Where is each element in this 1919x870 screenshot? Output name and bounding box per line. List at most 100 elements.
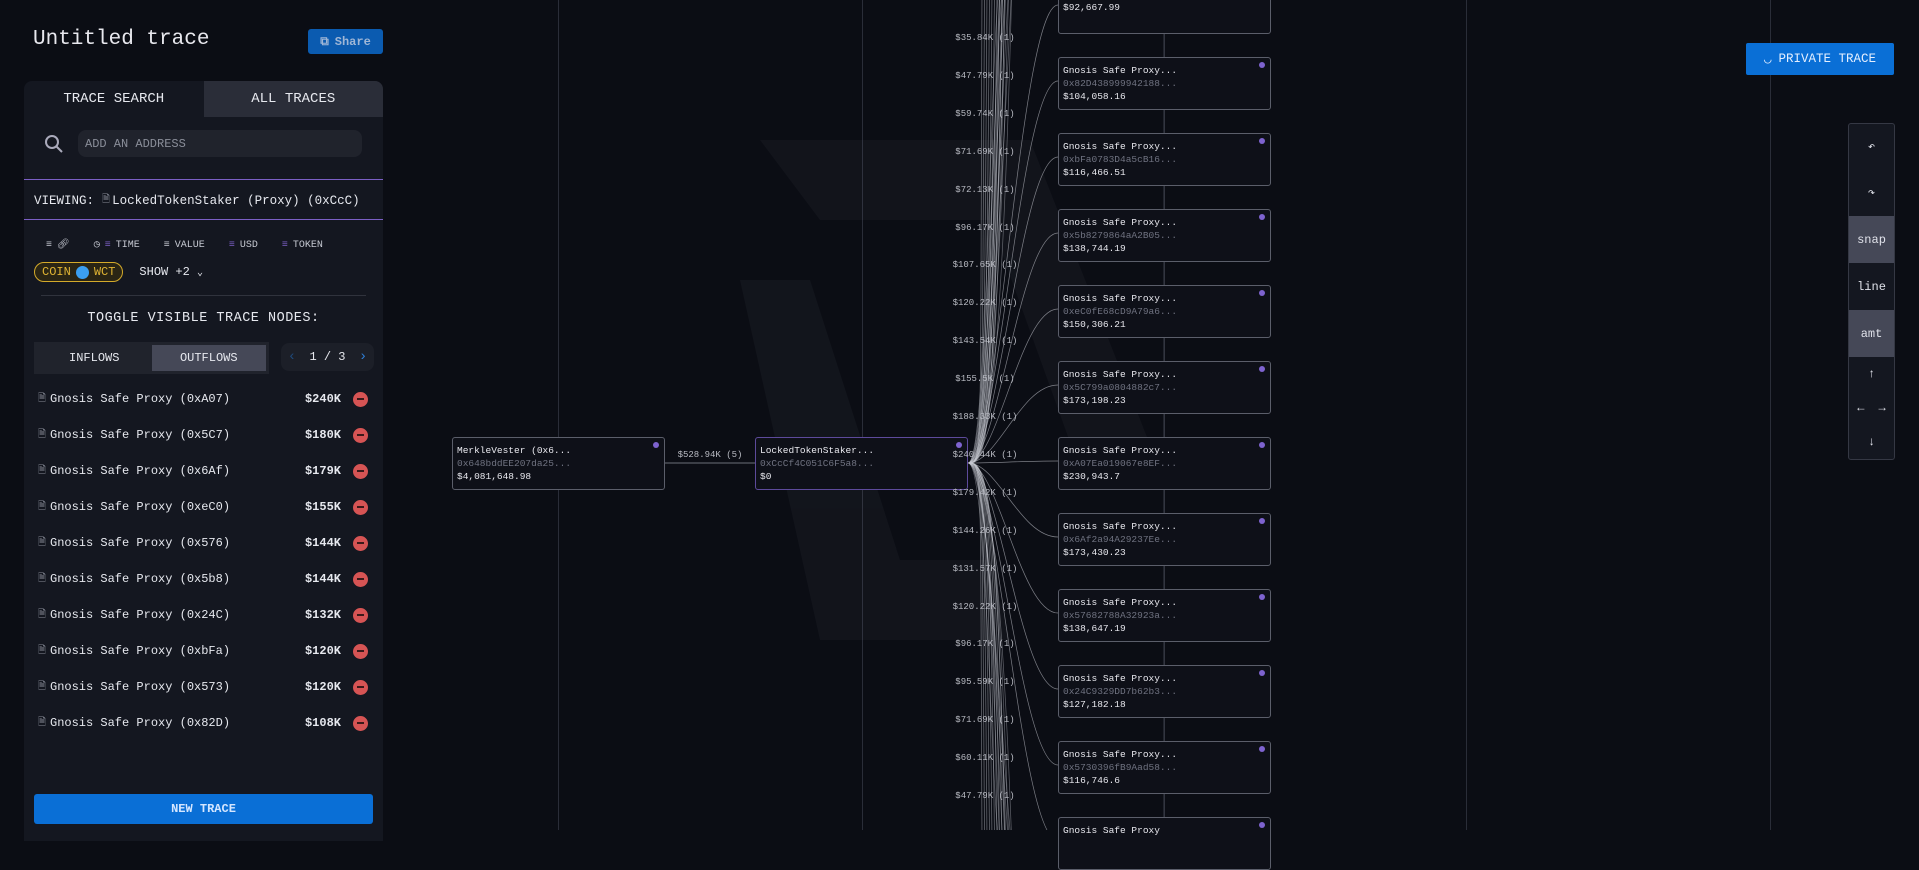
document-icon: 🗎 bbox=[38, 681, 47, 693]
outflow-name: Gnosis Safe Proxy (0x24C) bbox=[50, 608, 231, 622]
remove-icon[interactable] bbox=[353, 391, 368, 407]
tab-trace-search[interactable]: TRACE SEARCH bbox=[63, 91, 165, 107]
share-icon: ⧉ bbox=[320, 34, 329, 49]
edge-line bbox=[967, 232, 1059, 464]
outflow-row[interactable]: 🗎Gnosis Safe Proxy (0xeC0)$155K bbox=[38, 489, 368, 525]
node-target[interactable]: Gnosis Safe Proxy...0x24C9329DD7b62b3...… bbox=[1058, 665, 1271, 718]
edge-line bbox=[967, 0, 1009, 464]
document-icon: 🗎 bbox=[102, 195, 111, 206]
node-target[interactable]: Gnosis Safe Proxy...0x5C799a0804882c7...… bbox=[1058, 361, 1271, 414]
edge-label: $120.22K (1) bbox=[952, 601, 1018, 612]
outflow-row[interactable]: 🗎Gnosis Safe Proxy (0x24C) $132K bbox=[38, 597, 368, 633]
edge-line bbox=[967, 0, 1000, 464]
node-target[interactable]: Gnosis Safe Proxy...0x5730396fB9Aad58...… bbox=[1058, 741, 1271, 794]
remove-icon[interactable] bbox=[353, 463, 368, 479]
edge-line bbox=[967, 462, 1048, 830]
pan-left-button[interactable]: ← bbox=[1857, 401, 1865, 416]
filter-link[interactable]: ≡🔗︎ bbox=[46, 239, 70, 252]
node-target[interactable]: Gnosis Safe Proxy...0xbFa0783D4a5cB16...… bbox=[1058, 133, 1271, 186]
filter-token[interactable]: ≡TOKEN bbox=[281, 239, 323, 251]
viewing-row: VIEWING: 🗎 LockedTokenStaker (Proxy) (0x… bbox=[34, 192, 360, 209]
outflow-name: Gnosis Safe Proxy (0x573) bbox=[50, 680, 231, 694]
remove-icon[interactable] bbox=[353, 715, 368, 731]
search-icon bbox=[45, 134, 63, 153]
node-target[interactable]: Gnosis Safe Proxy...0x6Af2a94A29237Ee...… bbox=[1058, 513, 1271, 566]
line-toggle[interactable]: line bbox=[1857, 279, 1886, 294]
outflow-amount: $132K bbox=[304, 608, 341, 622]
filter-value[interactable]: ≡VALUE bbox=[163, 239, 205, 251]
node-target[interactable]: Gnosis Safe Proxy bbox=[1058, 817, 1271, 870]
edge-label: $155.5K (1) bbox=[955, 374, 1015, 385]
grid-line bbox=[1466, 0, 1467, 830]
node-target[interactable]: 0xf60DD876E949314...$92,667.99 bbox=[1058, 0, 1271, 34]
edge-line bbox=[967, 0, 999, 464]
node-target[interactable]: Gnosis Safe Proxy...0x5b8279864aA2B05...… bbox=[1058, 209, 1271, 262]
node-target[interactable]: Gnosis Safe Proxy...0xA07Ea019067e8EF...… bbox=[1058, 437, 1271, 490]
node-target[interactable]: Gnosis Safe Proxy...0xeC0fE68cD9A79a6...… bbox=[1058, 285, 1271, 338]
edge-label: $71.69K (1) bbox=[955, 146, 1015, 157]
node-lockedtokenstaker[interactable]: LockedTokenStaker... 0xCcCf4C051C6F5a8..… bbox=[755, 437, 968, 490]
filter-icon: ≡ bbox=[281, 239, 288, 251]
document-icon: 🗎 bbox=[38, 393, 47, 405]
outflow-amount: $144K bbox=[304, 536, 341, 550]
tab-outflows[interactable]: OUTFLOWS bbox=[151, 345, 266, 371]
chevron-left-icon[interactable]: ‹ bbox=[287, 349, 297, 365]
new-trace-button[interactable]: NEW TRACE bbox=[34, 794, 373, 824]
remove-icon[interactable] bbox=[353, 499, 368, 515]
remove-icon[interactable] bbox=[353, 643, 368, 659]
node-status-dot bbox=[1259, 442, 1265, 448]
node-target[interactable]: Gnosis Safe Proxy...0x57682788A32923a...… bbox=[1058, 589, 1271, 642]
edge-label: $47.79K (1) bbox=[955, 791, 1015, 801]
share-button[interactable]: ⧉Share bbox=[308, 29, 383, 54]
outflow-row[interactable]: 🗎Gnosis Safe Proxy (0x5C7)$180K bbox=[38, 417, 368, 453]
outflow-name: Gnosis Safe Proxy (0xA07) bbox=[50, 392, 231, 406]
outflow-row[interactable]: 🗎Gnosis Safe Proxy (0xA07)$240K bbox=[38, 381, 368, 417]
remove-icon[interactable] bbox=[353, 427, 368, 443]
sidebar-panel: TRACE SEARCH ALL TRACES VIEWING: 🗎 Locke… bbox=[24, 81, 383, 841]
pan-right-button[interactable]: → bbox=[1878, 401, 1886, 416]
private-trace-button[interactable]: ◡PRIVATE TRACE bbox=[1746, 43, 1894, 75]
edge-line bbox=[967, 0, 988, 464]
edge-line bbox=[967, 0, 1012, 464]
outflow-row[interactable]: 🗎Gnosis Safe Proxy (0x6Af)$179K bbox=[38, 453, 368, 489]
chevron-right-icon[interactable]: › bbox=[358, 349, 368, 365]
remove-icon[interactable] bbox=[353, 571, 368, 587]
filter-time[interactable]: ◷≡TIME bbox=[93, 239, 140, 252]
outflow-row[interactable]: 🗎Gnosis Safe Proxy (0x5b8)$144K bbox=[38, 561, 368, 597]
document-icon: 🗎 bbox=[38, 537, 47, 549]
redo-button[interactable]: ↷ bbox=[1867, 186, 1876, 201]
address-search-input[interactable] bbox=[78, 130, 362, 157]
tab-inflows[interactable]: INFLOWS bbox=[69, 351, 120, 365]
pan-up-button[interactable]: ↑ bbox=[1867, 366, 1876, 381]
clock-icon: ◷ bbox=[93, 240, 100, 251]
undo-button[interactable]: ↶ bbox=[1867, 140, 1876, 155]
filter-usd[interactable]: ≡USD bbox=[228, 239, 258, 251]
node-merklevester[interactable]: MerkleVester (0x6... 0x648bddEE207da25..… bbox=[452, 437, 665, 490]
edge-line bbox=[967, 462, 1003, 830]
viewing-value[interactable]: LockedTokenStaker (Proxy) (0xCcC) bbox=[112, 193, 360, 208]
page-title: Untitled trace bbox=[33, 28, 210, 51]
filter-icon: ≡ bbox=[228, 239, 235, 251]
show-more-dropdown[interactable]: SHOW +2 ⌄ bbox=[139, 265, 204, 279]
edge-line bbox=[967, 462, 1059, 690]
outflow-row[interactable]: 🗎Gnosis Safe Proxy (0xbFa)$120K bbox=[38, 633, 368, 669]
edge-line bbox=[967, 462, 1059, 766]
outflow-row[interactable]: 🗎Gnosis Safe Proxy (0x573)$120K bbox=[38, 669, 368, 705]
pan-down-button[interactable]: ↓ bbox=[1867, 435, 1876, 450]
remove-icon[interactable] bbox=[353, 535, 368, 551]
outflow-row[interactable]: 🗎Gnosis Safe Proxy (0x576)$144K bbox=[38, 525, 368, 561]
document-icon: 🗎 bbox=[38, 609, 47, 621]
snap-toggle[interactable]: snap bbox=[1849, 216, 1894, 264]
remove-icon[interactable] bbox=[353, 679, 368, 695]
outflow-row[interactable]: 🗎Gnosis Safe Proxy (0x82D)$108K bbox=[38, 705, 368, 741]
outflow-name: Gnosis Safe Proxy (0xeC0) bbox=[50, 500, 231, 514]
tab-all-traces[interactable]: ALL TRACES bbox=[203, 81, 383, 117]
grid-line bbox=[1770, 0, 1771, 830]
edge-line bbox=[967, 462, 1011, 830]
amt-toggle[interactable]: amt bbox=[1849, 310, 1894, 358]
remove-icon[interactable] bbox=[353, 607, 368, 623]
edge-line bbox=[967, 308, 1059, 464]
node-target[interactable]: Gnosis Safe Proxy...0x82D438999942188...… bbox=[1058, 57, 1271, 110]
edge-label: $60.11K (1) bbox=[955, 753, 1015, 764]
